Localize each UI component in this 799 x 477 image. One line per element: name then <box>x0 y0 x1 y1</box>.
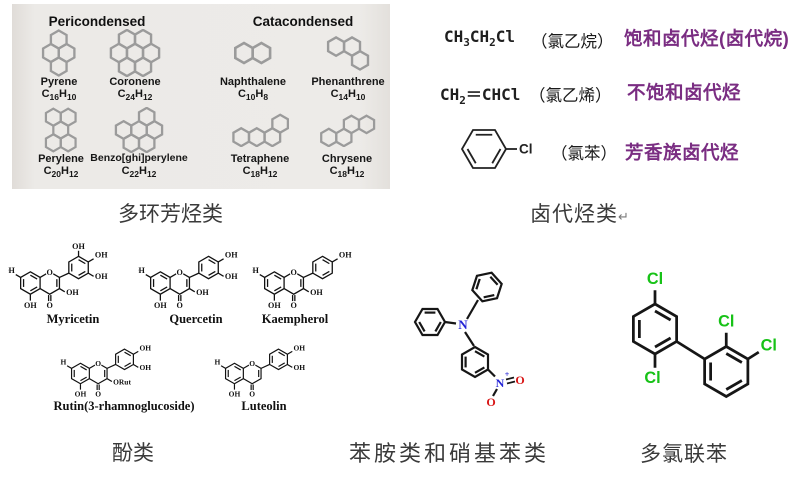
compound-formula: C18H12 <box>329 165 365 180</box>
pah-compound-tetraphene: Tetraphene C18H12 <box>205 107 315 180</box>
coronene-structure <box>109 29 161 77</box>
chrysene-structure <box>318 107 376 153</box>
pah-compound-chrysene: Chrysene C18H12 <box>292 107 402 180</box>
return-mark-icon: ↵ <box>618 209 630 224</box>
svg-text:ORut: ORut <box>113 378 131 387</box>
svg-text:OH: OH <box>293 343 305 352</box>
compound-name-rutin: Rutin(3-rhamnoglucoside) <box>53 399 195 413</box>
section-label-halides: 卤代烃类↵ <box>530 198 630 228</box>
chlorobenzene-cn-name: （氯苯） <box>551 145 617 163</box>
aromatic-halide-category: 芳香族卤代烃 <box>625 142 740 163</box>
plus-charge-label: + <box>505 370 510 379</box>
naphthalene-structure <box>233 30 273 76</box>
section-label-phenols: 酚类 <box>112 442 154 465</box>
pah-compound-pyrene: Pyrene C16H10 <box>4 29 114 103</box>
pah-compound-naphthalene: Naphthalene C10H8 <box>198 30 308 103</box>
halide-label-text: 卤代烃类 <box>530 203 618 226</box>
svg-text:OH: OH <box>95 251 108 260</box>
tetraphene-structure <box>231 107 289 153</box>
compound-name: Tetraphene <box>230 153 290 165</box>
compound-name-luteolin: Luteolin <box>241 399 287 413</box>
svg-text:OH: OH <box>293 363 305 372</box>
pcb-structure: Cl Cl Cl Cl <box>632 270 777 398</box>
compound-formula: C16H10 <box>41 88 77 103</box>
compound-formula: C22H12 <box>121 164 157 179</box>
compound-name: Coronene <box>109 76 161 88</box>
compound-formula: C18H12 <box>242 165 278 180</box>
chloroethane-cn-name: （氯乙烷） <box>531 33 614 51</box>
section-label-anilines: 苯胺类和硝基苯类 <box>349 441 550 466</box>
compound-name: Benzo[ghi]perylene <box>90 152 188 164</box>
chlorobenzene-structure: Cl <box>460 129 533 169</box>
svg-text:OH: OH <box>66 288 79 297</box>
compound-formula: C20H12 <box>43 165 79 180</box>
compound-name: Pyrene <box>40 76 78 88</box>
svg-text:OH: OH <box>72 242 85 251</box>
perylene-structure <box>43 107 79 153</box>
compound-name-myricetin: Myricetin <box>46 312 100 326</box>
pyrene-structure <box>41 29 77 77</box>
compound-name-kaempherol: Kaempherol <box>261 312 329 326</box>
chloroethylene-cn-name: （氯乙烯） <box>529 87 612 105</box>
compound-formula: C14H10 <box>330 88 366 103</box>
compound-name: Perylene <box>38 153 84 165</box>
pah-compound-phenanthrene: Phenanthrene C14H10 <box>293 30 403 103</box>
myricetin-structure: OH OH OH OH <box>8 241 109 312</box>
compound-name: Chrysene <box>321 153 373 165</box>
chlorine-label-left-top: Cl <box>647 270 663 288</box>
compound-name: Phenanthrene <box>311 76 385 88</box>
pah-compound-coronene: Coronene C24H12 <box>80 29 190 103</box>
svg-text:OH: OH <box>225 251 238 260</box>
section-label-pcb: 多氯联苯 <box>640 443 728 466</box>
svg-text:OH: OH <box>339 251 352 260</box>
luteolin-structure: OH OH <box>214 342 306 400</box>
svg-text:OH: OH <box>225 272 238 281</box>
nitro-oxygen-bottom-label: O <box>486 395 495 409</box>
section-label-pah: 多环芳烃类 <box>118 203 223 226</box>
svg-text:OH: OH <box>139 363 151 372</box>
amine-nitrogen-label: N <box>458 317 468 332</box>
chlorine-label-right-side: Cl <box>761 336 777 354</box>
pah-compound-benzoghiperylene: Benzo[ghi]perylene C22H12 <box>84 107 194 180</box>
svg-text:OH: OH <box>310 288 323 297</box>
compound-name: Naphthalene <box>219 76 286 88</box>
chlorine-label: Cl <box>519 142 533 157</box>
nitro-triphenylamine-structure: N N + O O <box>413 267 525 409</box>
saturated-halide-category: 饱和卤代烃(卤代烷) <box>624 28 790 49</box>
unsaturated-halide-category: 不饱和卤代烃 <box>627 82 742 103</box>
benzoghiperylene-structure <box>114 107 164 153</box>
chlorine-label-right-top: Cl <box>718 313 734 331</box>
compound-name-quercetin: Quercetin <box>169 312 223 326</box>
chloroethane-formula: CH3CH2Cl <box>444 27 516 50</box>
compound-formula: C10H8 <box>237 88 269 103</box>
pah-photo-panel: Pericondensed Catacondensed Pyrene C16H1… <box>12 4 390 189</box>
chlorine-label-left-bottom: Cl <box>644 369 660 387</box>
kaempherol-structure: OH OH <box>252 250 353 312</box>
nitro-nitrogen-label: N <box>496 376 505 390</box>
pericondensed-header: Pericondensed <box>48 14 146 29</box>
rutin-structure: ORut OH OH <box>60 342 152 400</box>
catacondensed-header: Catacondensed <box>252 14 354 29</box>
svg-text:OH: OH <box>196 288 209 297</box>
quercetin-structure: OH OH OH <box>138 250 239 312</box>
nitro-oxygen-right-label: O <box>515 373 524 387</box>
pah-compound-perylene: Perylene C20H12 <box>6 107 116 180</box>
phenanthrene-structure <box>326 30 370 76</box>
compound-formula: C24H12 <box>117 88 153 103</box>
chloroethylene-formula: CH2＝CHCl <box>440 85 521 108</box>
svg-text:OH: OH <box>139 343 151 352</box>
svg-text:OH: OH <box>95 272 108 281</box>
